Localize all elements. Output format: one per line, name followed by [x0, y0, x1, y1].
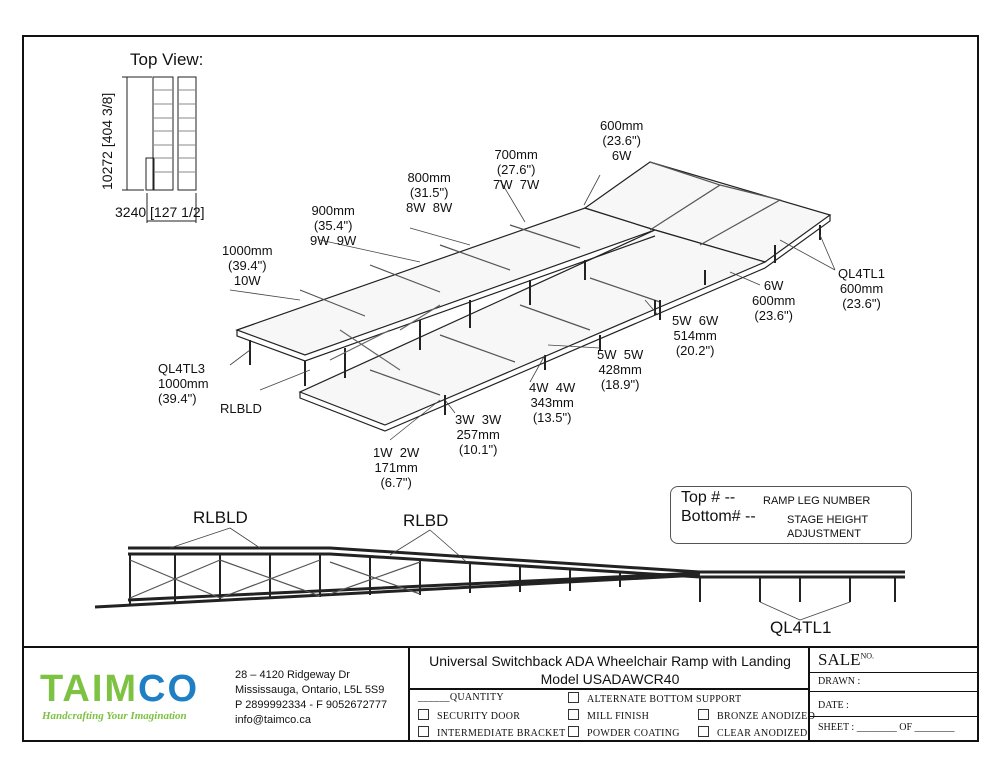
sale-label: SALENO.	[818, 650, 875, 669]
side-label-rlbd: RLBD	[403, 511, 449, 530]
dim-label-800: 800mm(31.5")8W 8W	[406, 170, 453, 215]
dim-label-1000: 1000mm(39.4")10W	[222, 243, 273, 288]
dim-label-900: 900mm(35.4")9W 9W	[310, 203, 357, 248]
drawn-field[interactable]: DRAWN :	[818, 676, 861, 687]
option-alternate-bottom-support[interactable]: ALTERNATE BOTTOM SUPPORT	[568, 692, 741, 705]
drawing-title: Universal Switchback ADA Wheelchair Ramp…	[429, 653, 791, 669]
option-clear-anodized[interactable]: CLEAR ANODIZED	[698, 726, 808, 739]
model-number: Model USADAWCR40	[540, 671, 680, 687]
option-powder-coating[interactable]: POWDER COATING	[568, 726, 680, 739]
sale-cell: SALENO. DRAWN : DATE : SHEET : ________ …	[808, 648, 977, 740]
title-block: TAIMCO Handcrafting Your Imagination 28 …	[22, 646, 977, 742]
quantity-field[interactable]: ______QUANTITY	[418, 692, 504, 703]
option-intermediate-bracket[interactable]: INTERMEDIATE BRACKET	[418, 726, 566, 739]
legend-bottom-desc: STAGE HEIGHT	[787, 514, 869, 526]
side-label-ql4tl1: QL4TL1	[770, 618, 832, 637]
legend-bottom-key: Bottom# --	[681, 508, 756, 525]
side-view	[94, 527, 905, 621]
title-cell: Universal Switchback ADA Wheelchair Ramp…	[408, 648, 815, 740]
top-view-width-dim: 3240 [127 1/2]	[115, 204, 205, 220]
top-view-title: Top View:	[130, 50, 204, 69]
sheet-border	[22, 35, 979, 742]
label-rlbld-iso: RLBLD	[220, 401, 262, 416]
legend-bottom-desc2: ADJUSTMENT	[787, 528, 861, 540]
legend-top-desc: RAMP LEG NUMBER	[763, 495, 871, 507]
legend-box: Top # -- RAMP LEG NUMBER Bottom# -- STAG…	[670, 486, 912, 544]
dim-label-600-top: 600mm(23.6")6W	[600, 118, 644, 163]
dim-label-700: 700mm(27.6")7W 7W	[493, 147, 540, 192]
top-view-height-dim: 10272 [404 3/8]	[99, 92, 115, 190]
option-bronze-anodized[interactable]: BRONZE ANODIZED	[698, 709, 815, 722]
company-logo: TAIMCO	[40, 668, 200, 710]
option-security-door[interactable]: SECURITY DOOR	[418, 709, 520, 722]
date-field[interactable]: DATE :	[818, 700, 849, 711]
company-tagline: Handcrafting Your Imagination	[42, 710, 187, 722]
sheet-field[interactable]: SHEET : ________ OF ________	[818, 722, 955, 733]
top-view-sketch	[122, 76, 197, 223]
option-mill-finish[interactable]: MILL FINISH	[568, 709, 649, 722]
legend-top-key: Top # --	[681, 489, 736, 506]
side-label-rlbld: RLBLD	[193, 508, 248, 527]
iso-ramps	[229, 161, 836, 441]
